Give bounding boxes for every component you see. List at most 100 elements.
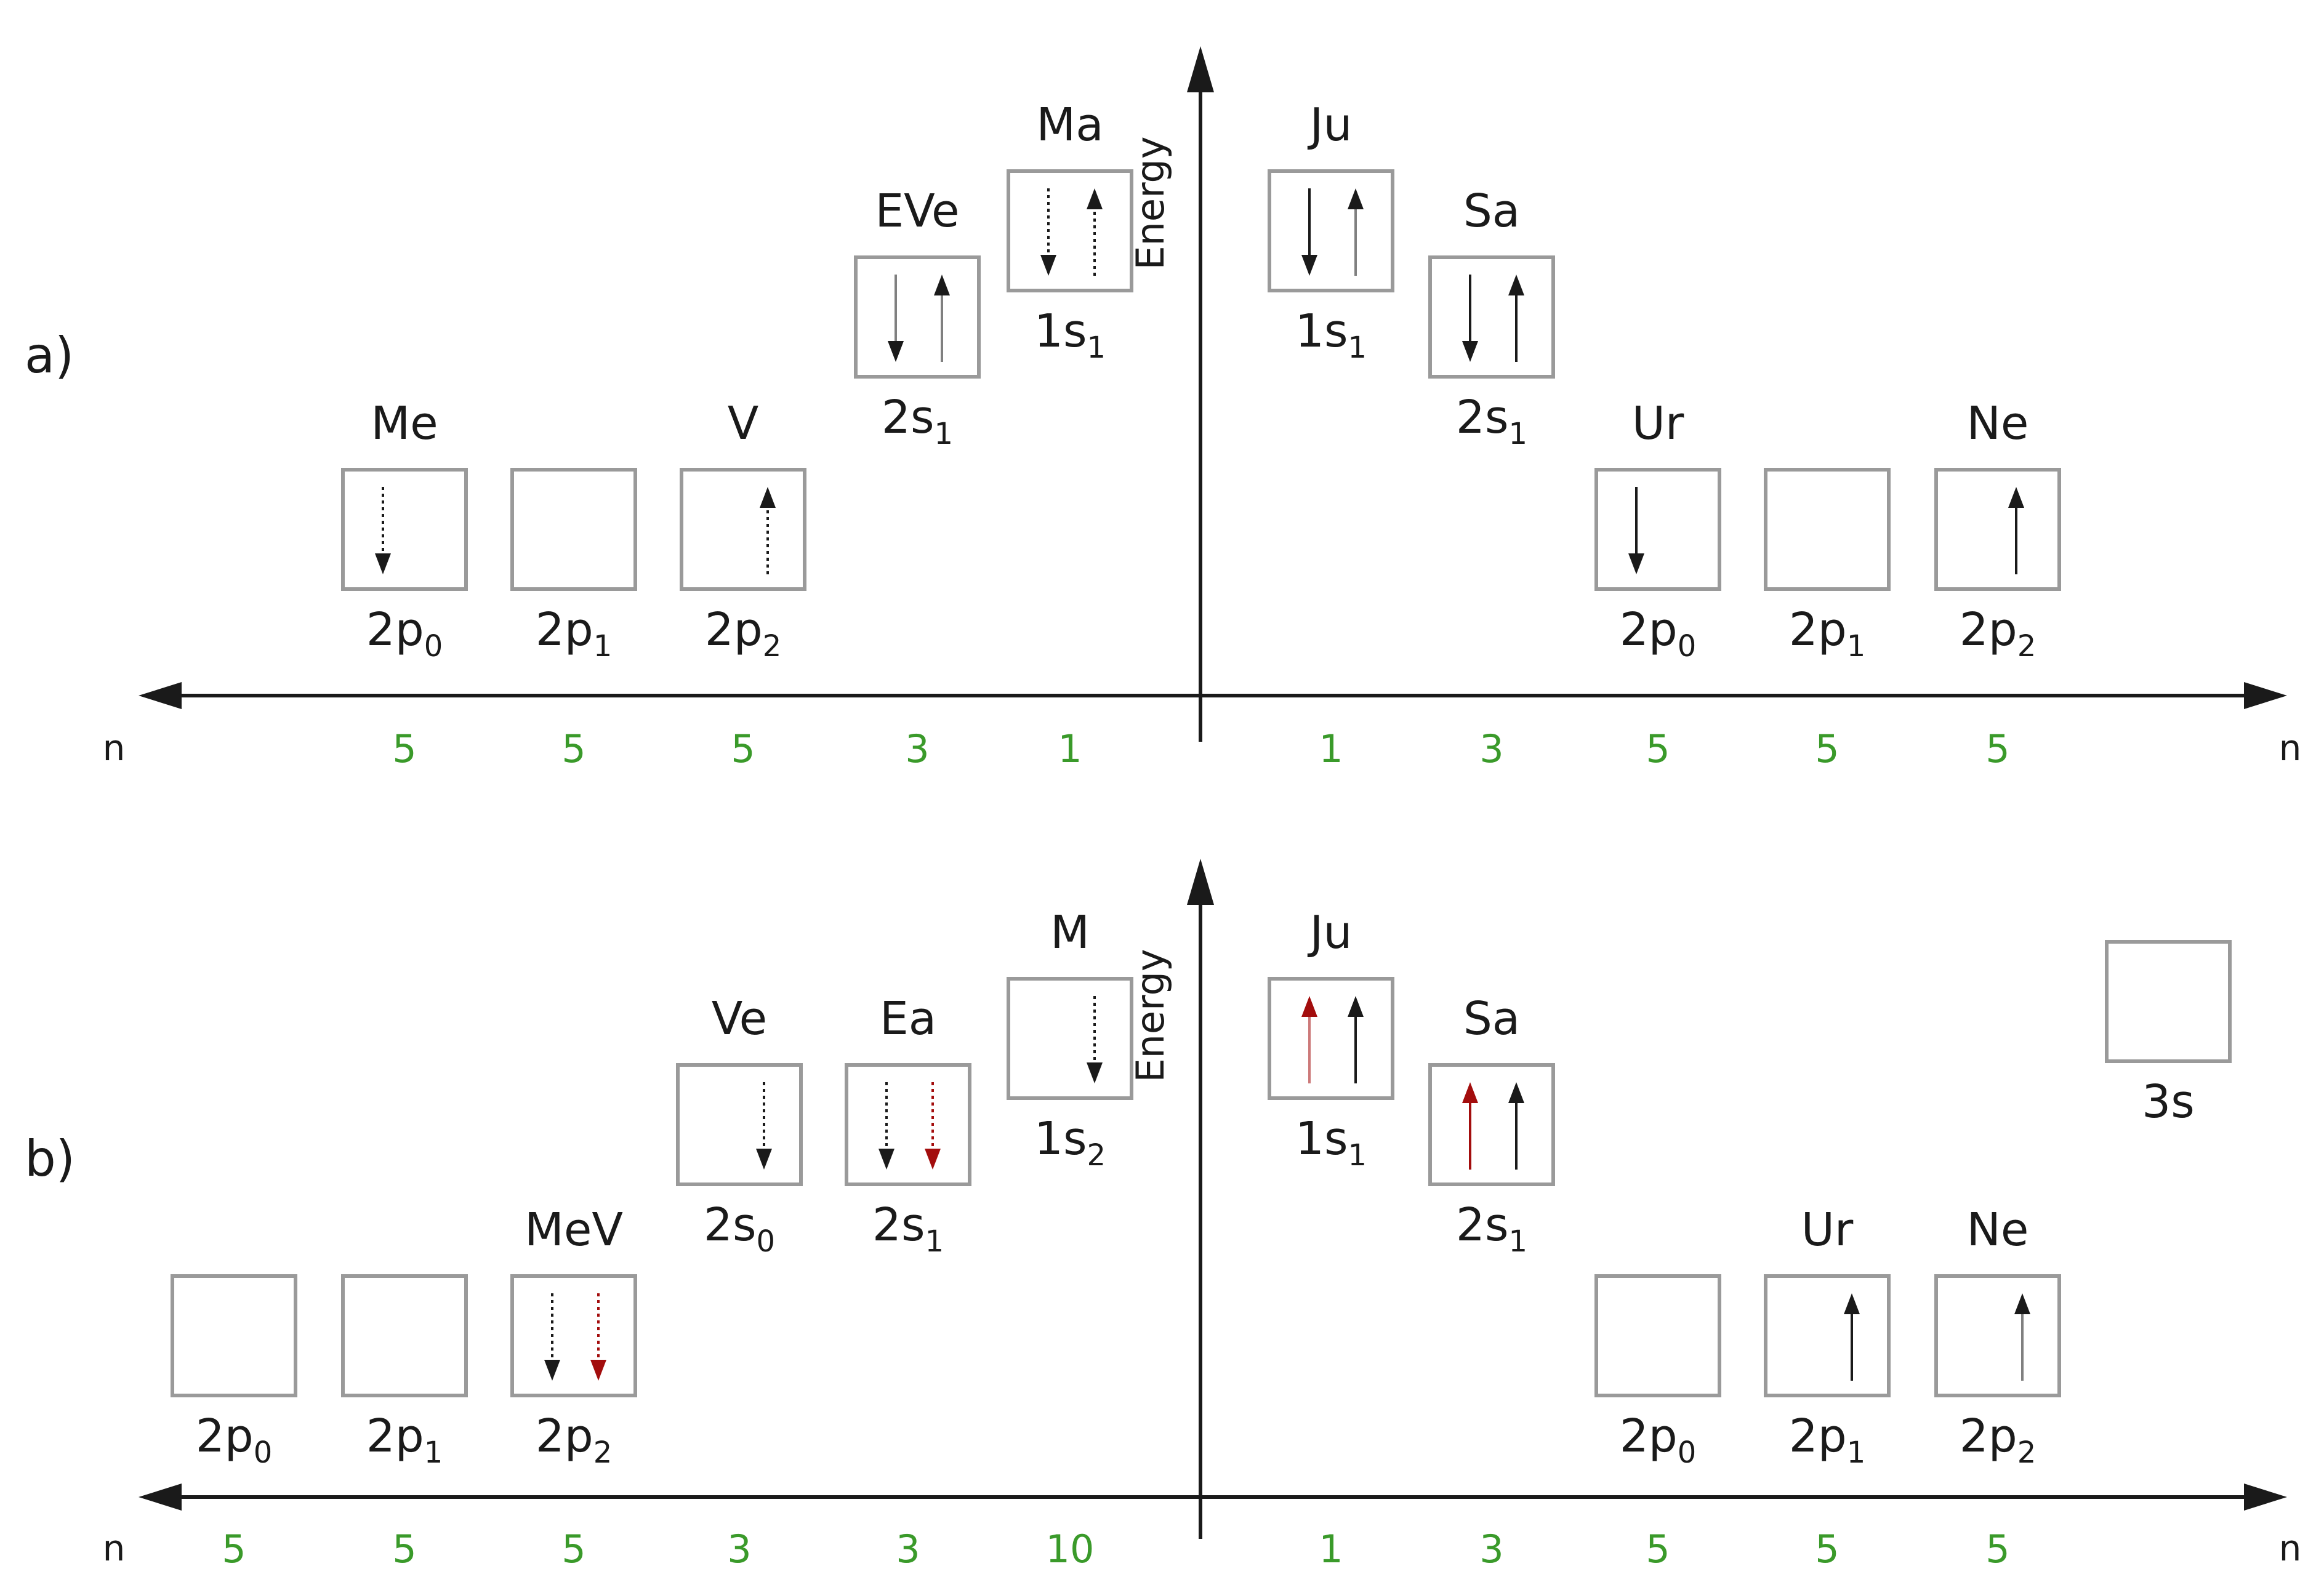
orbital-label: 2s0 [704,1199,775,1259]
count-label: 5 [222,1527,246,1572]
orbital-box [341,1274,468,1397]
panel-a-energy-label: Energy [1128,136,1173,270]
energy-axis [1187,46,1214,742]
orbital-box [1428,255,1555,379]
orbital-label: 1s1 [1034,305,1106,365]
count-label: 5 [1815,1527,1839,1572]
count-label: 3 [1479,726,1503,771]
orbital-label: 2p0 [1620,603,1697,664]
count-label: 5 [561,1527,585,1572]
orbital-label: 2p1 [536,603,613,664]
orbital-label: 2p1 [366,1410,443,1470]
electron-up-arrow-1 [1508,275,1524,362]
orbital-right-4: Ne 2p2 [1934,1203,2061,1470]
count-label: 5 [731,726,755,771]
count-label: 10 [1046,1527,1095,1572]
count-label: 5 [1815,726,1839,771]
electron-up-arrow-1 [1508,1082,1524,1170]
count-label: 5 [1985,726,2009,771]
orbital-left-2: MeV 2p2 [510,1203,637,1470]
planet-label: Ur [1801,1203,1854,1256]
panel-b: b) Energy n n 2p052p15MeV2p25Ve2s03Ea2s1… [25,859,2301,1572]
orbital-box [341,468,468,591]
planet-label: Ea [880,992,936,1045]
electron-up-arrow-1 [1348,188,1364,276]
left-arrowhead [139,1484,182,1511]
orbital-label: 2s1 [882,391,953,451]
electron-up-arrow-1 [1087,188,1103,276]
electron-down-arrow-0 [756,1082,772,1170]
orbital-box [676,1063,803,1186]
count-label: 3 [896,1527,920,1572]
planet-label: Ju [1308,906,1353,959]
planet-label: Ne [1967,397,2029,450]
planet-label: MeV [525,1203,623,1256]
count-label: 5 [1646,726,1670,771]
orbital-box [1764,468,1891,591]
electron-up-arrow-0 [2008,487,2024,574]
right-arrowhead [2244,1484,2287,1511]
orbital-right-1: Sa 2s1 [1428,992,1555,1259]
electron-down-arrow-0 [888,275,904,362]
electron-up-arrow-0 [1844,1293,1860,1381]
electron-down-arrow-0 [879,1082,895,1170]
orbital-box [2105,940,2232,1063]
panel-a-n-left: n [103,727,126,769]
count-label: 3 [727,1527,751,1572]
orbital-left-2: V 2p2 [680,397,806,664]
orbital-label: 2s1 [1456,391,1527,451]
planet-label: Me [371,397,438,450]
orbital-box [1007,169,1133,292]
electron-down-arrow-0 [375,487,391,574]
orbital-box [1934,1274,2061,1397]
orbital-box [854,255,981,379]
energy-axis [1187,859,1214,1539]
energy-arrowhead [1187,46,1214,92]
panel-b-energy-label: Energy [1128,949,1173,1082]
planet-label: Ve [712,992,767,1045]
count-label: 5 [1985,1527,2009,1572]
orbital-label: 2p0 [196,1410,273,1470]
electron-down-arrow-1 [590,1293,606,1381]
panel-a: a) Energy n n Me2p052p15V2p25EVe2s13Ma1s… [25,46,2301,771]
orbital-right-5: 3s [2105,940,2232,1128]
orbital-box [845,1063,971,1186]
horizontal-axis [139,1484,2287,1511]
orbital-box [171,1274,297,1397]
electron-up-arrow-1 [934,275,950,362]
orbital-box [1934,468,2061,591]
energy-arrowhead [1187,859,1214,905]
electron-down-arrow-0 [1087,996,1103,1083]
orbital-label: 1s1 [1295,1112,1367,1173]
orbital-label: 2p2 [536,1410,613,1470]
orbital-left-1: 2p1 [341,1274,468,1470]
planet-label: Sa [1463,992,1520,1045]
panel-b-label: b) [25,1130,75,1187]
electron-up-arrow-0 [760,487,776,574]
orbital-label: 2s1 [1456,1199,1527,1259]
orbital-box [1594,1274,1721,1397]
orbital-left-3: Ve 2s0 [676,992,803,1259]
orbital-label: 2p1 [1789,603,1866,664]
electron-up-arrow-1 [1348,996,1364,1083]
electron-down-arrow-0 [1301,188,1317,276]
orbital-label: 2p2 [1960,1410,2037,1470]
count-label: 5 [392,726,416,771]
planet-label: Ne [1967,1203,2029,1256]
orbital-box [680,468,806,591]
orbital-box [510,1274,637,1397]
electron-up-arrow-0 [1301,996,1317,1083]
electron-down-arrow-0 [544,1293,560,1381]
count-label: 1 [1058,726,1082,771]
orbital-left-0: 2p0 [171,1274,297,1470]
count-label: 3 [1479,1527,1503,1572]
orbital-label: 2p2 [705,603,782,664]
planet-label: V [728,397,759,450]
orbital-label: 1s1 [1295,305,1367,365]
panel-b-n-right: n [2279,1527,2302,1569]
left-arrowhead [139,682,182,709]
